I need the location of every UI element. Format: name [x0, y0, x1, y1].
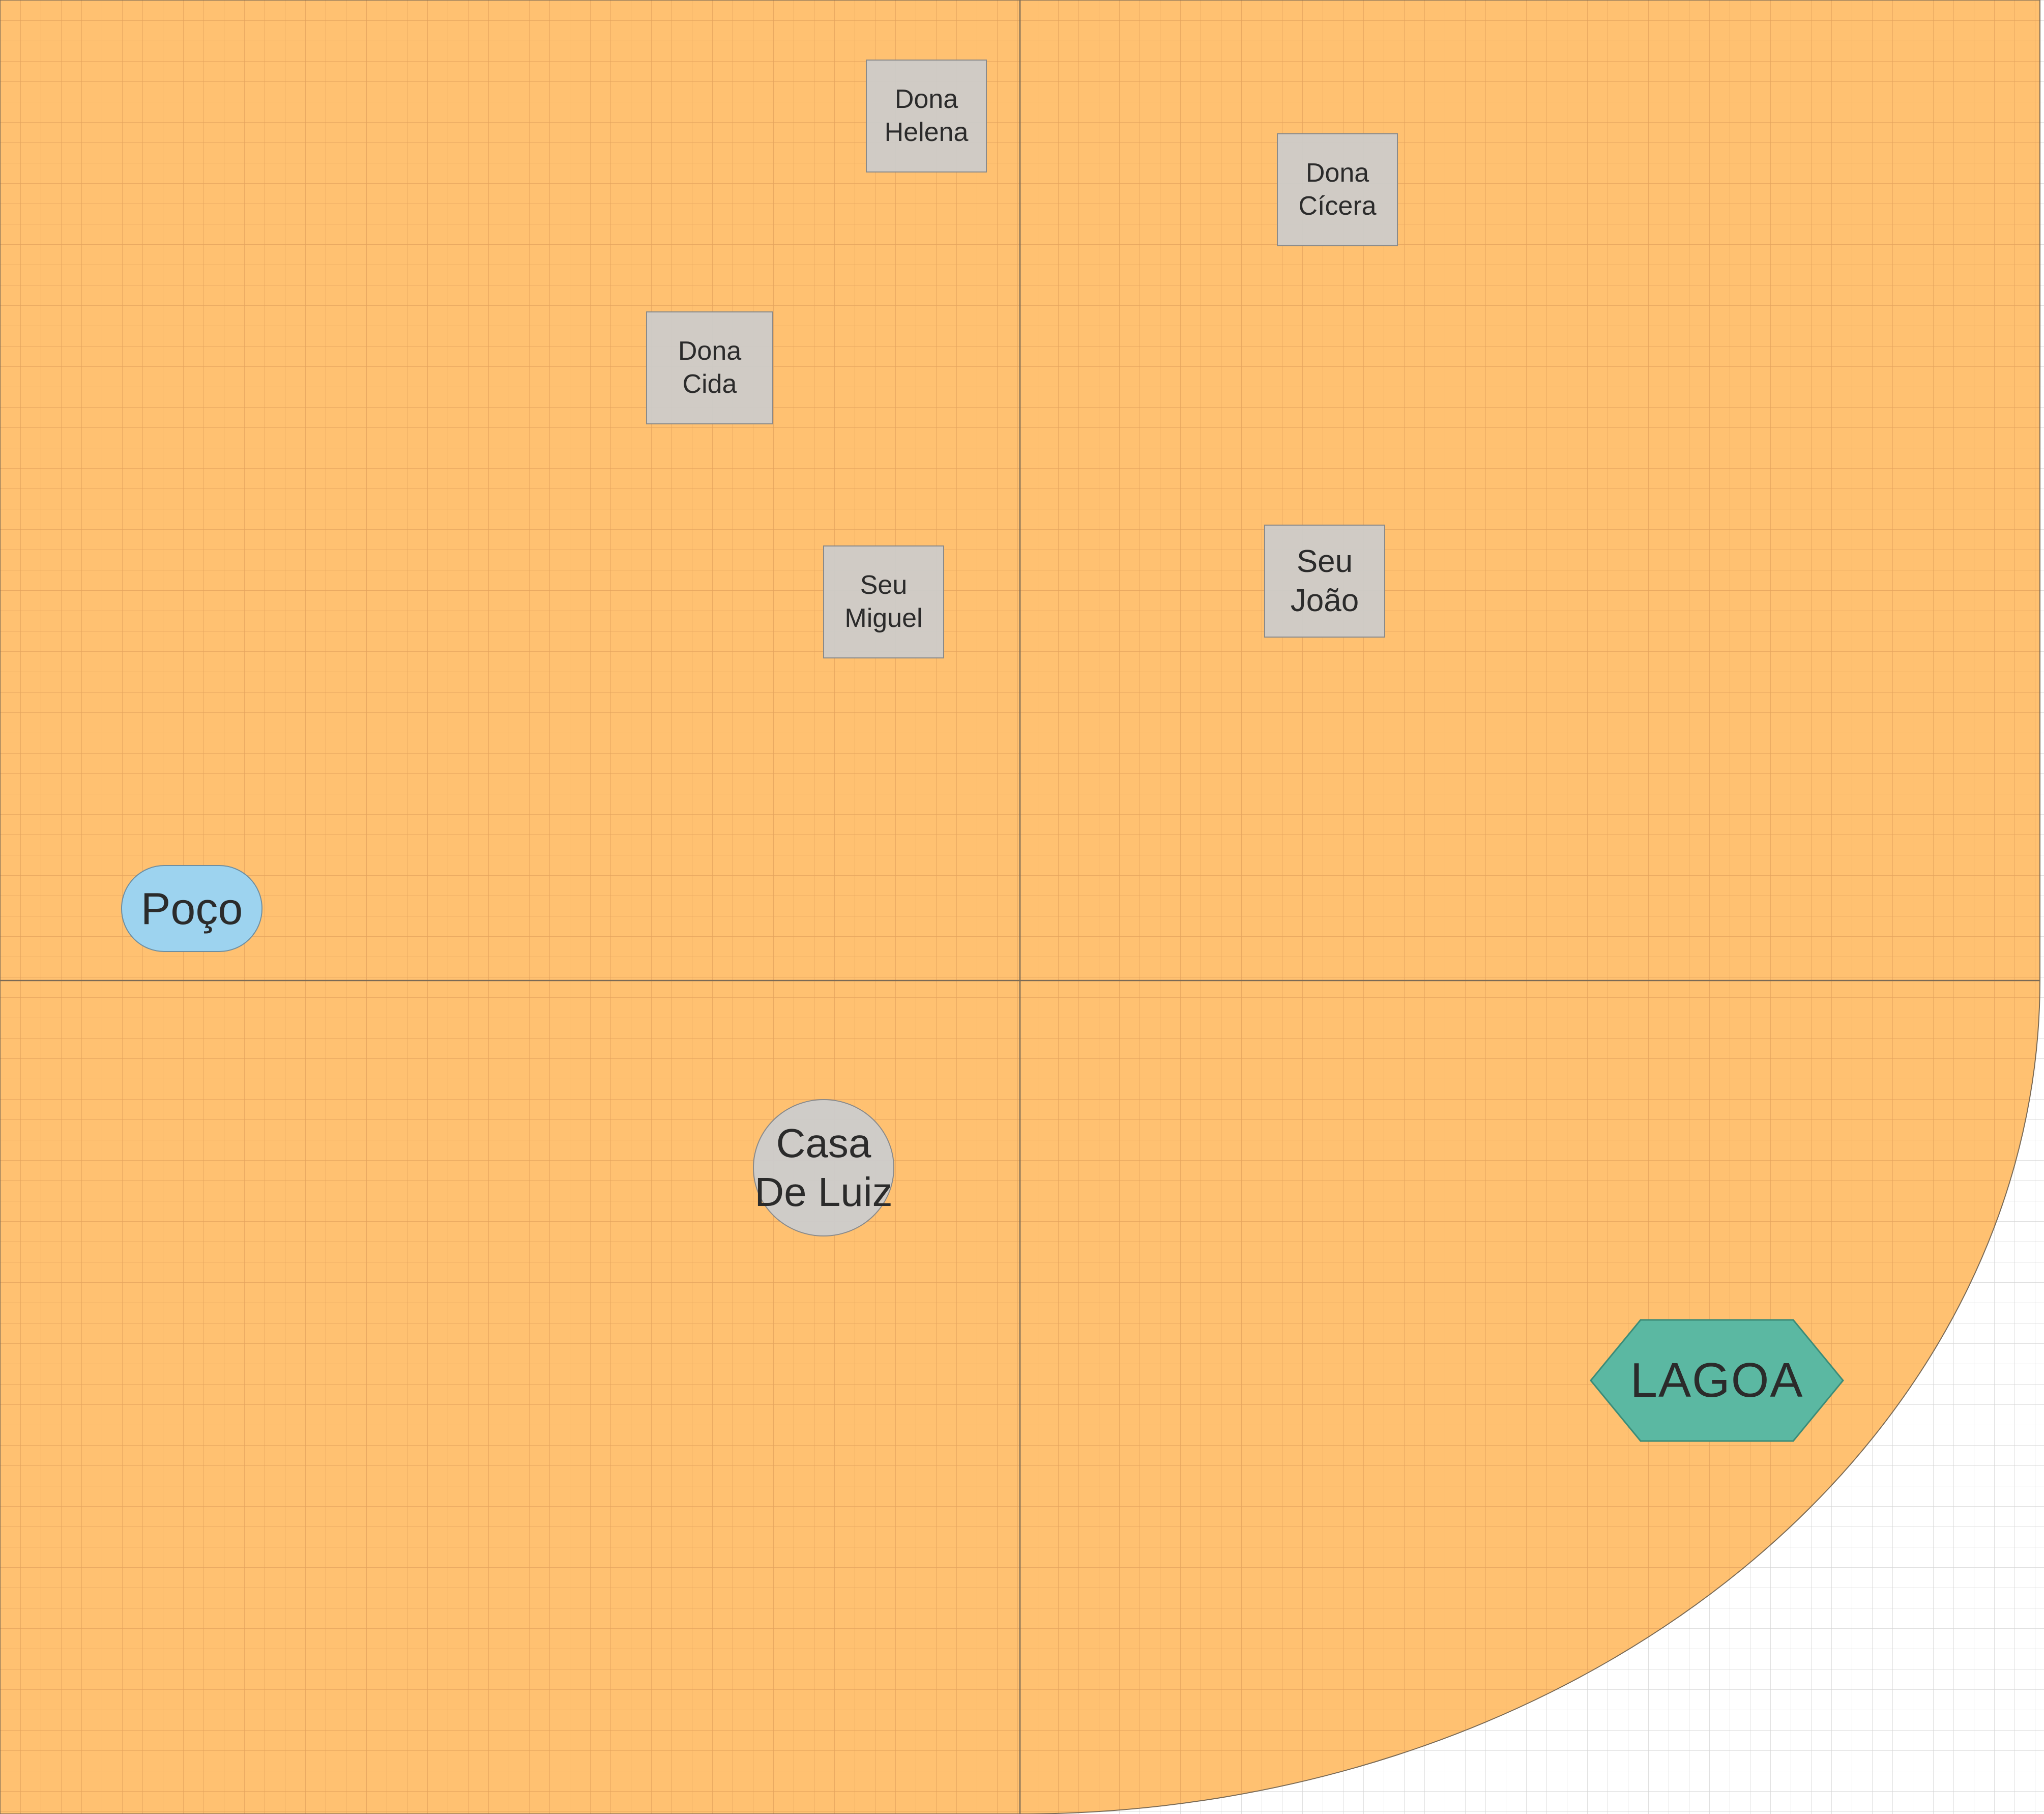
house-seu-joao[interactable]: Seu João	[1264, 525, 1385, 638]
house-dona-cida-label: Dona Cida	[678, 336, 742, 399]
lagoa-hexagon[interactable]: LAGOA	[1590, 1319, 1844, 1442]
house-dona-cicera[interactable]: Dona Cícera	[1277, 133, 1398, 246]
house-seu-joao-label: Seu João	[1290, 543, 1359, 619]
house-dona-helena-label: Dona Helena	[884, 84, 969, 147]
house-seu-miguel[interactable]: Seu Miguel	[823, 545, 944, 658]
well-poco[interactable]: Poço	[121, 865, 262, 952]
casa-de-luiz[interactable]: Casa De Luiz	[753, 1099, 894, 1236]
lagoa-hexagon-shape	[1590, 1319, 1844, 1442]
house-dona-helena[interactable]: Dona Helena	[866, 60, 987, 172]
house-dona-cida[interactable]: Dona Cida	[646, 311, 773, 424]
well-poco-label: Poço	[140, 883, 243, 934]
house-dona-cicera-label: Dona Cícera	[1298, 158, 1377, 221]
lagoa-label: LAGOA	[1630, 1353, 1804, 1407]
casa-de-luiz-label: Casa De Luiz	[754, 1120, 893, 1215]
house-seu-miguel-label: Seu Miguel	[844, 570, 923, 633]
